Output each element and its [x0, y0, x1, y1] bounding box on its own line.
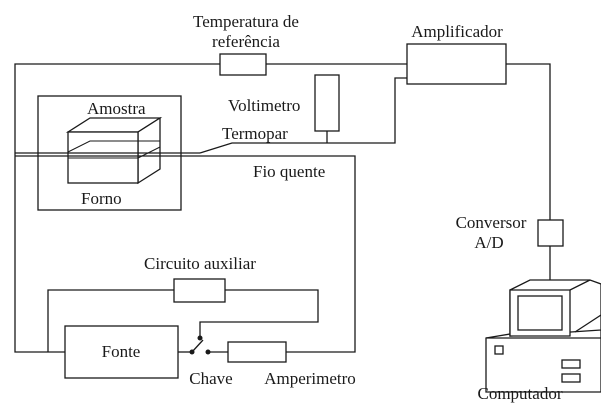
label-termopar: Termopar [222, 124, 288, 143]
computer-icon [485, 279, 601, 393]
wire-hot-wire [200, 155, 356, 353]
converter-box [537, 219, 564, 247]
power-source-box [64, 325, 179, 379]
wire-auxiliary-right [199, 289, 319, 338]
label-conversor: Conversor [456, 213, 527, 232]
ammeter-box [227, 341, 287, 363]
auxiliary-circuit-box [173, 278, 226, 303]
label-a-d: A/D [474, 233, 503, 252]
amplifier-box [406, 43, 507, 85]
switch-symbol [189, 335, 211, 355]
label-voltimetro: Voltimetro [228, 96, 300, 115]
label-temperatura-de: Temperatura de [193, 12, 299, 31]
wire-auxiliary-left [47, 289, 174, 352]
label-chave: Chave [189, 369, 232, 388]
wire-reference-loop [14, 63, 220, 353]
voltmeter-box [314, 74, 340, 132]
reference-temperature-box [219, 53, 267, 76]
label-computador: Computador [478, 384, 563, 403]
wire-thermocouple-to-voltmeter [199, 77, 407, 154]
label-referencia: referência [212, 32, 280, 51]
label-amostra: Amostra [87, 99, 146, 118]
label-amplificador: Amplificador [411, 22, 503, 41]
label-forno: Forno [81, 189, 122, 208]
label-circuito-auxiliar: Circuito auxiliar [144, 254, 256, 273]
label-fio-quente: Fio quente [253, 162, 325, 181]
label-fonte: Fonte [102, 342, 141, 361]
wire-amplifier-to-converter [506, 63, 551, 220]
sample-block [65, 116, 163, 185]
label-amperimetro: Amperimetro [264, 369, 356, 388]
